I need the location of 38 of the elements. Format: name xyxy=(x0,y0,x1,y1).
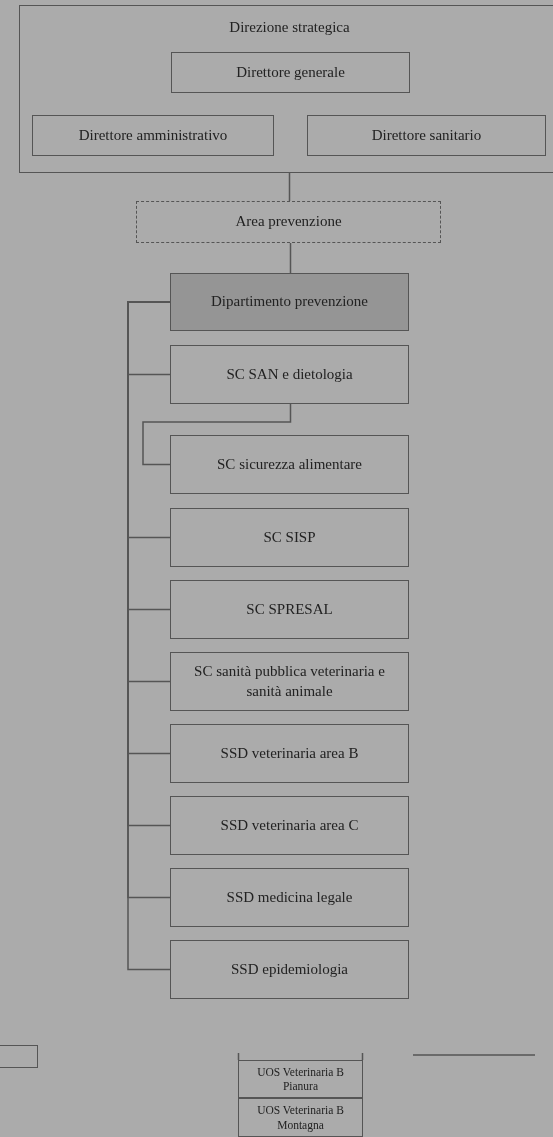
unit-box xyxy=(32,115,274,156)
unit-label: SC sanità pubblica veterinaria e sanità animale xyxy=(193,662,386,701)
unit-box xyxy=(170,652,409,711)
partial-box xyxy=(0,1045,38,1068)
unit-box xyxy=(238,1060,363,1098)
unit-label: SSD veterinaria area B xyxy=(219,743,360,763)
unit-label: SC sicurezza alimentare xyxy=(216,454,363,474)
unit-label: Direttore sanitario xyxy=(370,125,483,145)
connector-line xyxy=(288,172,291,202)
unit-label: Dipartimento prevenzione xyxy=(210,292,369,312)
unit-box xyxy=(170,868,409,927)
unit-label: SC SISP xyxy=(262,527,317,547)
unit-label: UOS Veterinaria B Pianura xyxy=(256,1064,345,1094)
unit-box xyxy=(170,796,409,855)
unit-label: Direttore generale xyxy=(235,62,346,82)
unit-label: SSD veterinaria area C xyxy=(219,815,360,835)
unit-box xyxy=(307,115,546,156)
unit-box xyxy=(170,724,409,783)
unit-box xyxy=(170,940,409,999)
unit-label: Area prevenzione xyxy=(234,212,343,232)
unit-box xyxy=(170,580,409,639)
unit-label: SC SAN e dietologia xyxy=(225,364,354,384)
unit-box xyxy=(238,1098,363,1137)
unit-box xyxy=(170,345,409,404)
unit-label: SSD medicina legale xyxy=(225,887,354,907)
unit-box xyxy=(171,52,410,93)
unit-label: SSD epidemiologia xyxy=(229,959,350,979)
connector-line xyxy=(289,242,292,274)
group-box xyxy=(19,5,553,173)
group-heading: Direzione strategica xyxy=(228,18,351,37)
unit-box xyxy=(170,273,409,331)
unit-label: SC SPRESAL xyxy=(245,599,334,619)
unit-label: Direttore amministrativo xyxy=(77,125,229,145)
unit-box xyxy=(170,508,409,567)
unit-label: UOS Veterinaria B Montagna xyxy=(256,1103,345,1132)
unit-box xyxy=(136,201,441,243)
connector-line xyxy=(142,403,292,466)
unit-box xyxy=(170,435,409,494)
